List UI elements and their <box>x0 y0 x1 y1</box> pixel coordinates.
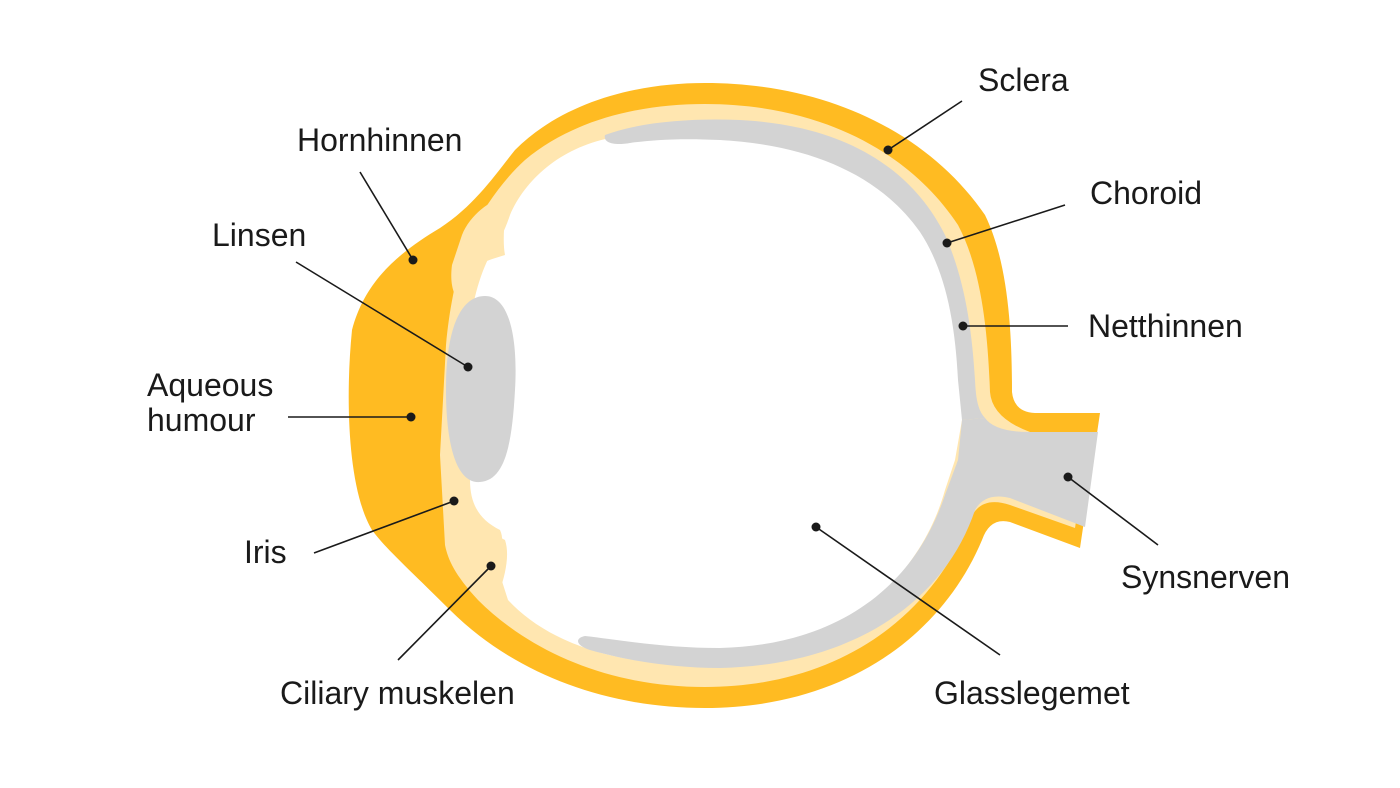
label-sclera: Sclera <box>978 62 1069 98</box>
dot-netthinnen <box>958 321 968 331</box>
label-aqueous-line1: Aqueous <box>147 367 273 403</box>
lens <box>446 296 516 483</box>
dot-iris <box>449 496 459 506</box>
optic-nerve-core <box>578 418 1098 668</box>
label-choroid: Choroid <box>1090 175 1202 211</box>
leader-ciliary <box>397 565 492 661</box>
ciliary-body-upper <box>451 195 508 300</box>
label-ciliary: Ciliary muskelen <box>280 675 515 711</box>
leader-sclera <box>887 100 963 151</box>
dot-linsen <box>463 362 473 372</box>
label-linsen: Linsen <box>212 217 306 253</box>
eye-illustration <box>348 83 1100 708</box>
label-aqueous-line2: humour <box>147 402 256 438</box>
dot-hornhinnen <box>408 255 418 265</box>
leader-choroid <box>946 204 1066 244</box>
dot-glasslegemet <box>811 522 821 532</box>
retina-layer-upper <box>604 119 985 420</box>
label-synsnerven: Synsnerven <box>1121 559 1290 595</box>
dot-sclera <box>883 145 893 155</box>
label-iris: Iris <box>244 534 287 570</box>
leader-hornhinnen <box>359 171 414 261</box>
dot-ciliary <box>486 561 496 571</box>
leader-lines <box>288 100 1159 661</box>
vitreous-body <box>470 132 962 665</box>
label-glasslegemet: Glasslegemet <box>934 675 1130 711</box>
label-netthinnen: Netthinnen <box>1088 308 1243 344</box>
leader-glasslegemet <box>815 526 1001 656</box>
leader-iris <box>313 500 455 554</box>
dot-synsnerven <box>1063 472 1073 482</box>
label-hornhinnen: Hornhinnen <box>297 122 462 158</box>
dot-choroid <box>942 238 952 248</box>
labels: Sclera Hornhinnen Choroid Linsen Netthin… <box>147 62 1290 711</box>
ciliary-body-lower <box>445 462 508 590</box>
leader-synsnerven <box>1067 476 1159 546</box>
dot-aqueous <box>406 412 416 422</box>
leader-linsen <box>295 261 469 368</box>
